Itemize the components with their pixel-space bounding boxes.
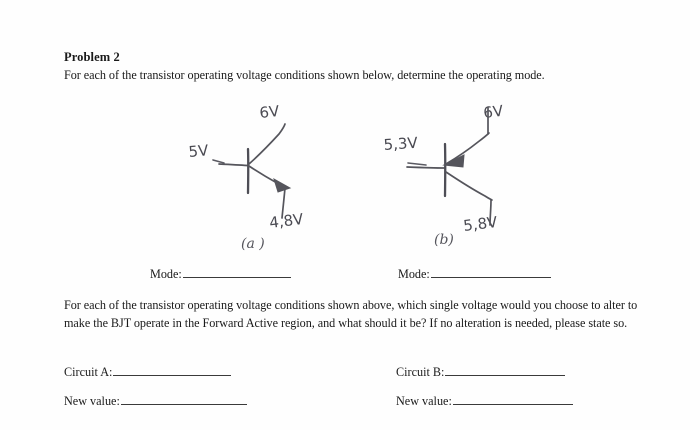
circuit-b-base-voltage-label: 5,3V	[383, 134, 419, 154]
circuit-b-base-tick	[407, 162, 427, 166]
new-value-a-blank[interactable]	[120, 393, 247, 405]
circuit-b-collector-wire	[445, 171, 493, 201]
new-value-b-label: New value:	[396, 394, 452, 408]
mode-a-blank[interactable]	[182, 266, 291, 278]
circuit-a-emitter-lead	[281, 187, 286, 219]
circuit-diagram-b: 6V 5,3V 5,8V (b)	[378, 92, 578, 262]
circuit-b-label: Circuit B:	[396, 365, 445, 379]
intro-text: For each of the transistor operating vol…	[64, 68, 545, 82]
new-value-b-answer[interactable]: New value:	[396, 393, 573, 409]
circuit-b-caption: (b)	[434, 232, 454, 248]
second-paragraph: For each of the transistor operating vol…	[64, 298, 638, 330]
circuit-a-blank[interactable]	[113, 364, 232, 376]
circuit-a-base-tick	[212, 159, 225, 164]
circuit-b-base-wire	[406, 166, 445, 169]
circuit-a-emitter-wire	[248, 165, 278, 184]
page-title: Problem 2	[64, 50, 120, 64]
circuit-a-emitter-arrow	[273, 177, 292, 193]
circuit-a-emitter-voltage-label: 4,8V	[268, 210, 305, 232]
circuit-a-caption: (a )	[241, 236, 265, 252]
mode-answer-a[interactable]: Mode:	[150, 266, 291, 282]
circuit-a-collector-voltage-label: 6V	[259, 102, 281, 122]
circuit-b-top-voltage-label: 6V	[482, 102, 505, 122]
new-value-a-label: New value:	[64, 394, 120, 408]
circuit-b-answer[interactable]: Circuit B:	[396, 364, 566, 380]
circuit-b-blank[interactable]	[445, 364, 566, 376]
circuit-b-collector-lead	[489, 199, 492, 226]
new-value-b-blank[interactable]	[452, 393, 573, 405]
mode-b-blank[interactable]	[430, 266, 551, 278]
mode-b-label: Mode:	[398, 267, 430, 281]
circuit-b-bottom-voltage-label: 5,8V	[462, 213, 499, 235]
new-value-a-answer[interactable]: New value:	[64, 393, 247, 409]
circuit-b-emitter-arrow	[442, 154, 465, 168]
circuit-a-answer[interactable]: Circuit A:	[64, 364, 232, 380]
mode-answer-b[interactable]: Mode:	[398, 266, 551, 282]
circuit-a-base-voltage-label: 5V	[188, 141, 210, 161]
mode-a-label: Mode:	[150, 267, 182, 281]
circuit-a-base-wire	[218, 163, 248, 167]
circuit-diagram-a: 6V 5V 4,8V (a )	[178, 96, 368, 261]
circuit-a-collector-wire	[248, 123, 286, 165]
circuit-a-label: Circuit A:	[64, 365, 113, 379]
circuit-b-emitter-wire	[445, 132, 490, 165]
